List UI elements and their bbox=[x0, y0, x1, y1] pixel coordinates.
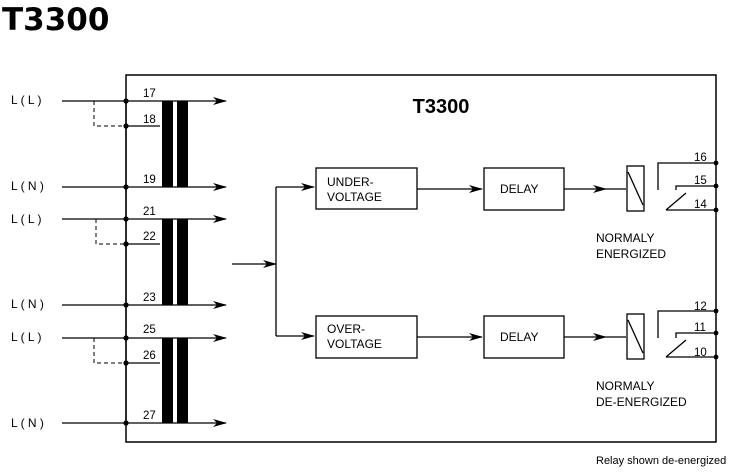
relay-coil-2 bbox=[626, 313, 645, 360]
undervoltage-label-2: VOLTAGE bbox=[327, 190, 382, 204]
undervoltage-label-1: UNDER- bbox=[327, 175, 374, 189]
footnote: Relay shown de-energized bbox=[596, 455, 726, 467]
terminal-12: 12 bbox=[694, 301, 707, 313]
input-group-2: L ( L ) L ( N ) 21 22 23 bbox=[11, 187, 227, 311]
terminal-23: 23 bbox=[143, 292, 156, 304]
terminal-14: 14 bbox=[694, 199, 707, 211]
terminal-27: 27 bbox=[143, 410, 156, 422]
terminal-17: 17 bbox=[143, 88, 156, 100]
input-label-4: L ( N ) bbox=[11, 297, 44, 311]
terminal-21: 21 bbox=[143, 206, 156, 218]
input-group-3: L ( L ) L ( N ) 25 26 27 bbox=[11, 305, 227, 430]
undervoltage-delay-label: DELAY bbox=[500, 182, 538, 196]
terminal-26: 26 bbox=[143, 350, 156, 362]
terminal-22: 22 bbox=[143, 231, 156, 243]
terminal-16: 16 bbox=[694, 152, 707, 164]
input-label-3: L ( L ) bbox=[11, 212, 41, 226]
input-label-5: L ( L ) bbox=[11, 330, 41, 344]
module-title: T3300 bbox=[413, 96, 470, 118]
terminal-18: 18 bbox=[143, 114, 156, 126]
overvoltage-delay-label: DELAY bbox=[500, 330, 538, 344]
page-title: T3300 bbox=[2, 2, 110, 38]
relay-coil-1 bbox=[626, 165, 645, 212]
undervoltage-mode-1: NORMALY bbox=[596, 231, 654, 245]
input-label-1: L ( L ) bbox=[11, 93, 41, 107]
overvoltage-mode-1: NORMALY bbox=[596, 379, 654, 393]
overvoltage-label-2: VOLTAGE bbox=[327, 337, 382, 351]
input-group-1: L ( L ) L ( N ) 17 18 19 bbox=[11, 88, 227, 193]
terminal-10: 10 bbox=[694, 347, 707, 359]
input-label-6: L ( N ) bbox=[11, 416, 44, 430]
input-label-2: L ( N ) bbox=[11, 179, 44, 193]
terminal-25: 25 bbox=[143, 324, 156, 336]
terminal-15: 15 bbox=[694, 175, 707, 187]
terminal-11: 11 bbox=[694, 322, 706, 334]
overvoltage-branch: OVER- VOLTAGE DELAY 12 11 10 NORMALY DE-… bbox=[315, 301, 719, 409]
terminal-19: 19 bbox=[143, 174, 156, 186]
undervoltage-mode-2: ENERGIZED bbox=[596, 247, 666, 261]
overvoltage-mode-2: DE-ENERGIZED bbox=[596, 395, 687, 409]
undervoltage-branch: UNDER- VOLTAGE DELAY 16 15 14 NORMALY EN… bbox=[315, 152, 719, 261]
overvoltage-label-1: OVER- bbox=[327, 322, 365, 336]
